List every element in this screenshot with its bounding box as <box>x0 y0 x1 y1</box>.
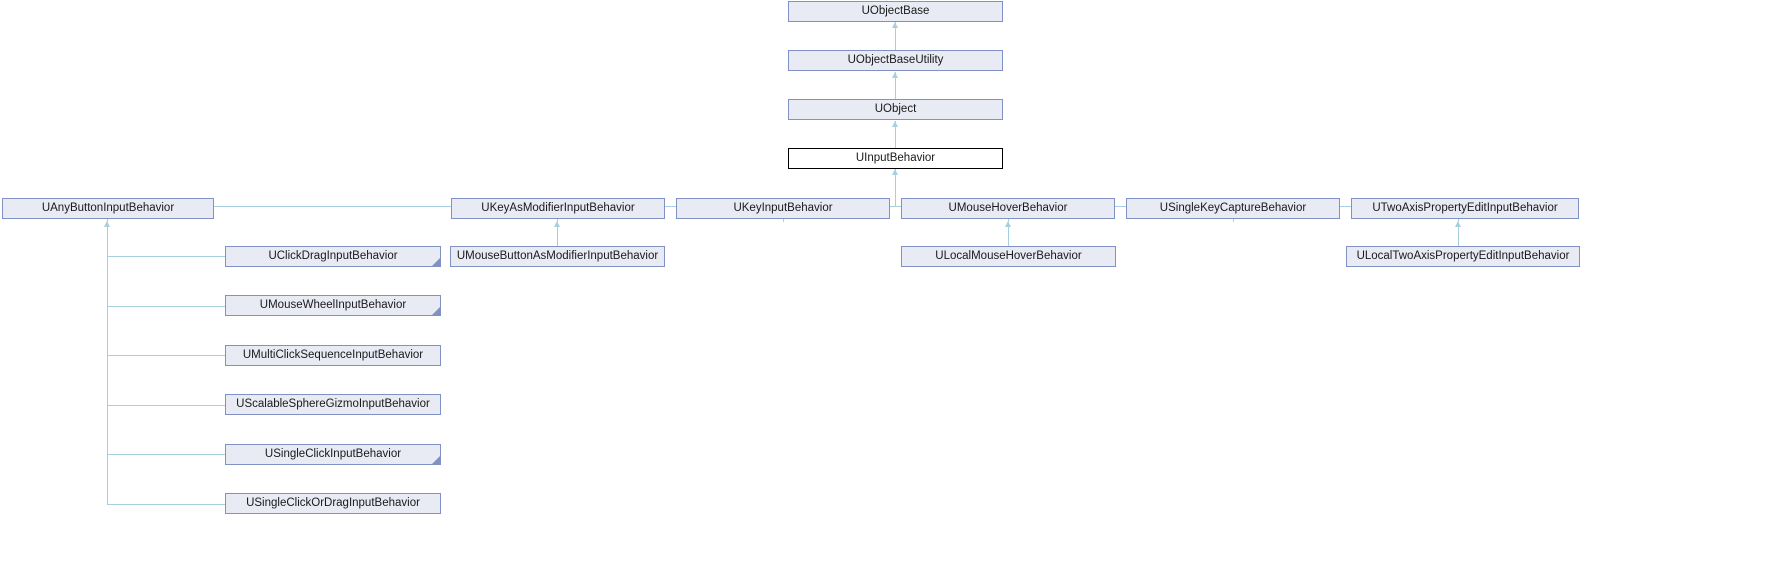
class-node-usinglekeycapturebehavior[interactable]: USingleKeyCaptureBehavior <box>1126 198 1340 219</box>
edge-trunk-uanybuttoninputbehavior <box>107 225 108 505</box>
edge-rung-usingleclickordraginputbehavior <box>107 504 225 505</box>
class-node-label: UTwoAxisPropertyEditInputBehavior <box>1372 201 1558 214</box>
class-node-label: UKeyInputBehavior <box>733 201 833 214</box>
arrowhead-icon <box>1005 221 1011 227</box>
class-node-label: ULocalMouseHoverBehavior <box>935 249 1082 262</box>
class-node-utwoaxispropertyeditinputbehavior[interactable]: UTwoAxisPropertyEditInputBehavior <box>1351 198 1579 219</box>
class-node-label: UMouseHoverBehavior <box>948 201 1068 214</box>
class-node-uobject[interactable]: UObject <box>788 99 1003 120</box>
class-node-ulocalmousehoverbehavior[interactable]: ULocalMouseHoverBehavior <box>901 246 1116 267</box>
arrowhead-icon <box>892 72 898 78</box>
edge-rung-umousewheelinputbehavior <box>107 306 225 307</box>
edge-umousehover-to-ulocalmousehover <box>1008 225 1009 247</box>
class-node-umousebuttonasmodifierinputbehavior[interactable]: UMouseButtonAsModifierInputBehavior <box>450 246 665 267</box>
edge-uobject-to-uinputbehavior <box>895 121 896 153</box>
class-node-uscalablespheregizmoinputbehavior[interactable]: UScalableSphereGizmoInputBehavior <box>225 394 441 415</box>
class-node-label: UObjectBase <box>861 4 930 17</box>
edge-rung-uscalablespheregizmoinputbehavior <box>107 405 225 406</box>
class-node-ukeyasmodifierinputbehavior[interactable]: UKeyAsModifierInputBehavior <box>451 198 665 219</box>
edge-uobjectbaseutility-to-uobject <box>895 72 896 104</box>
edge-rung-uclickdraginputbehavior <box>107 256 225 257</box>
class-node-ukeyinputbehavior[interactable]: UKeyInputBehavior <box>676 198 890 219</box>
arrowhead-icon <box>554 221 560 227</box>
class-node-label: USingleKeyCaptureBehavior <box>1159 201 1307 214</box>
edge-uobjectbase-to-uobjectbaseutility <box>895 22 896 54</box>
arrowhead-icon <box>892 22 898 28</box>
class-node-label: UObjectBaseUtility <box>847 53 944 66</box>
arrowhead-icon <box>892 121 898 127</box>
class-node-ulocaltwoaxispropertyeditinputbehavior[interactable]: ULocalTwoAxisPropertyEditInputBehavior <box>1346 246 1580 267</box>
edge-rung-usingleclickinputbehavior <box>107 454 225 455</box>
class-node-umousehoverbehavior[interactable]: UMouseHoverBehavior <box>901 198 1115 219</box>
class-node-label: USingleClickInputBehavior <box>264 447 402 460</box>
arrowhead-icon <box>1455 221 1461 227</box>
edge-utwoaxis-to-ulocaltwoaxis <box>1458 225 1459 247</box>
class-node-uobjectbaseutility[interactable]: UObjectBaseUtility <box>788 50 1003 71</box>
class-node-umulticlicksequenceinputbehavior[interactable]: UMultiClickSequenceInputBehavior <box>225 345 441 366</box>
class-node-label: UMouseWheelInputBehavior <box>259 298 407 311</box>
edge-rung-umulticlicksequenceinputbehavior <box>107 355 225 356</box>
class-node-label: ULocalTwoAxisPropertyEditInputBehavior <box>1356 249 1570 262</box>
class-node-label: UClickDragInputBehavior <box>268 249 398 262</box>
class-node-uobjectbase[interactable]: UObjectBase <box>788 1 1003 22</box>
class-node-uanybuttoninputbehavior[interactable]: UAnyButtonInputBehavior <box>2 198 214 219</box>
class-node-uinputbehavior[interactable]: UInputBehavior <box>788 148 1003 169</box>
class-node-label: USingleClickOrDragInputBehavior <box>246 496 420 509</box>
arrowhead-icon <box>892 169 898 175</box>
class-node-label: UInputBehavior <box>855 151 936 164</box>
class-node-label: UMultiClickSequenceInputBehavior <box>242 348 424 361</box>
edge-ukeyasmodifier-to-umousebuttonasmodifier <box>557 225 558 247</box>
class-node-uclickdraginputbehavior[interactable]: UClickDragInputBehavior <box>225 246 441 267</box>
class-node-label: UAnyButtonInputBehavior <box>41 201 175 214</box>
class-node-umousewheelinputbehavior[interactable]: UMouseWheelInputBehavior <box>225 295 441 316</box>
class-node-label: UKeyAsModifierInputBehavior <box>481 201 635 214</box>
class-node-label: UMouseButtonAsModifierInputBehavior <box>456 249 659 262</box>
class-node-label: UScalableSphereGizmoInputBehavior <box>236 397 430 410</box>
edge-uinputbehavior-stem <box>895 169 896 206</box>
class-node-usingleclickordraginputbehavior[interactable]: USingleClickOrDragInputBehavior <box>225 493 441 514</box>
arrowhead-icon <box>104 221 110 227</box>
class-node-usingleclickinputbehavior[interactable]: USingleClickInputBehavior <box>225 444 441 465</box>
class-node-label: UObject <box>874 102 917 115</box>
